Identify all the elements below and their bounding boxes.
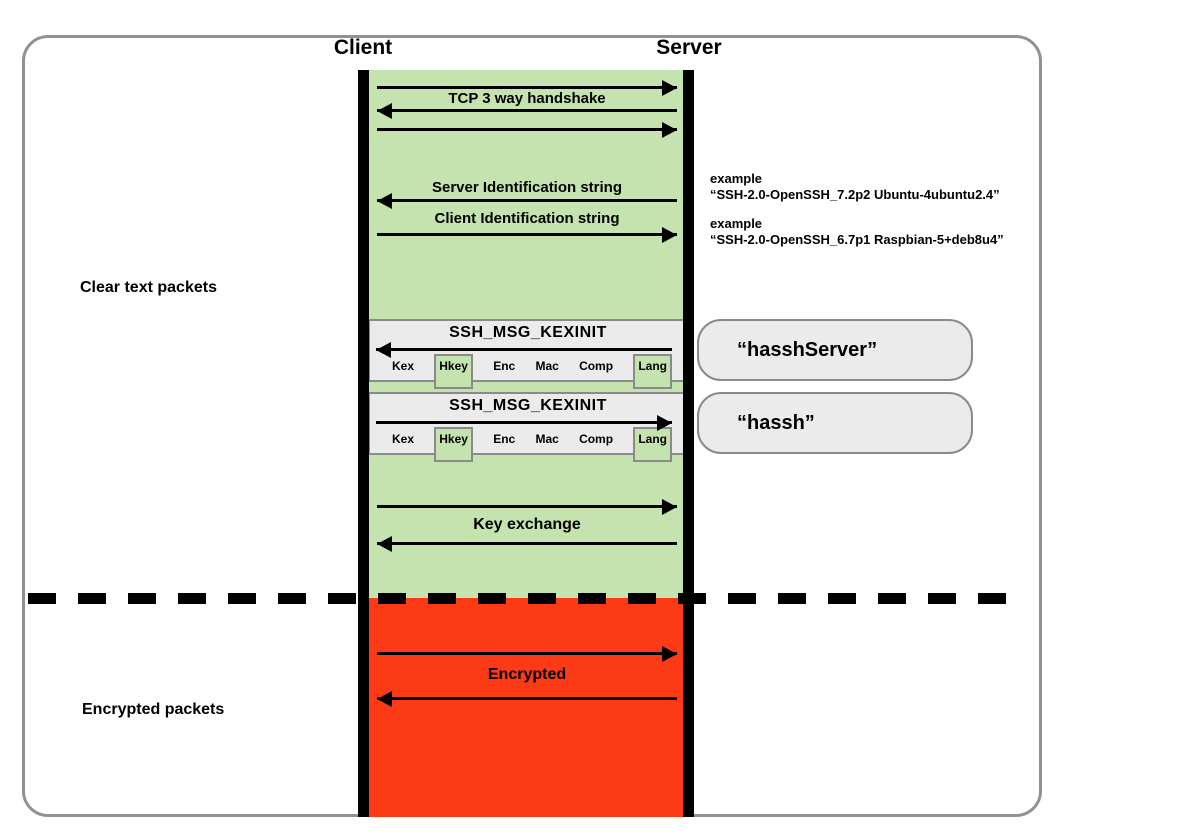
kexinit-field-enc: Enc bbox=[493, 432, 516, 446]
example-caption: example bbox=[710, 216, 763, 231]
encrypted-label: Encrypted bbox=[487, 666, 567, 683]
kexinit-field-comp: Comp bbox=[579, 432, 614, 446]
client-identification-label: Client Identification string bbox=[434, 210, 620, 227]
kexinit-client-packet: SSH_MSG_KEXINIT Kex Hkey Enc Mac Comp La… bbox=[368, 392, 688, 462]
kexinit-field-hkey: Hkey bbox=[434, 427, 473, 462]
clear-text-packets-label: Clear text packets bbox=[80, 279, 217, 296]
kexinit-server-packet: SSH_MSG_KEXINIT Kex Hkey Enc Mac Comp La… bbox=[368, 319, 688, 389]
kexinit-field-kex: Kex bbox=[392, 359, 415, 373]
arrow-right-icon bbox=[377, 233, 677, 236]
arrow-left-icon bbox=[377, 199, 677, 202]
arrow-left-icon bbox=[377, 542, 677, 545]
tcp-handshake-label: TCP 3 way handshake bbox=[448, 90, 606, 107]
kexinit-field-enc: Enc bbox=[493, 359, 516, 373]
kexinit-field-kex: Kex bbox=[392, 432, 415, 446]
hassh-server-fingerprint: “hasshServer” bbox=[697, 319, 973, 381]
kexinit-title: SSH_MSG_KEXINIT bbox=[449, 324, 607, 341]
key-exchange-label: Key exchange bbox=[473, 516, 581, 533]
arrow-right-icon bbox=[377, 505, 677, 508]
arrow-left-icon bbox=[377, 697, 677, 700]
client-id-example-value: “SSH-2.0-OpenSSH_6.7p1 Raspbian-5+deb8u4… bbox=[710, 232, 1004, 248]
client-id-example: example “SSH-2.0-OpenSSH_6.7p1 Raspbian-… bbox=[710, 216, 1170, 249]
encrypted-packets-label: Encrypted packets bbox=[82, 701, 225, 718]
arrow-right-icon bbox=[377, 128, 677, 131]
arrow-right-icon bbox=[377, 652, 677, 655]
hassh-client-fingerprint: “hassh” bbox=[697, 392, 973, 454]
client-label: Client bbox=[333, 36, 393, 59]
server-identification-label: Server Identification string bbox=[431, 179, 623, 196]
server-id-example-value: “SSH-2.0-OpenSSH_7.2p2 Ubuntu-4ubuntu2.4… bbox=[710, 187, 1000, 203]
kexinit-field-mac: Mac bbox=[535, 359, 559, 373]
server-id-example: example “SSH-2.0-OpenSSH_7.2p2 Ubuntu-4u… bbox=[710, 171, 1170, 204]
kexinit-field-mac: Mac bbox=[535, 432, 559, 446]
arrow-left-icon bbox=[376, 348, 672, 351]
example-caption: example bbox=[710, 171, 763, 186]
kexinit-field-hkey: Hkey bbox=[434, 354, 473, 389]
arrow-left-icon bbox=[377, 109, 677, 112]
encrypted-band bbox=[369, 598, 683, 817]
server-lifeline bbox=[683, 70, 694, 817]
kexinit-field-lang: Lang bbox=[633, 427, 672, 462]
kexinit-field-comp: Comp bbox=[579, 359, 614, 373]
kexinit-fields: Kex Hkey Enc Mac Comp Lang bbox=[370, 354, 686, 389]
client-lifeline bbox=[358, 70, 369, 817]
arrow-right-icon bbox=[377, 86, 677, 89]
encryption-boundary-line bbox=[28, 593, 1020, 604]
server-label: Server bbox=[656, 36, 722, 59]
kexinit-title: SSH_MSG_KEXINIT bbox=[449, 397, 607, 414]
kexinit-field-lang: Lang bbox=[633, 354, 672, 389]
kexinit-fields: Kex Hkey Enc Mac Comp Lang bbox=[370, 427, 686, 462]
arrow-right-icon bbox=[376, 421, 672, 424]
